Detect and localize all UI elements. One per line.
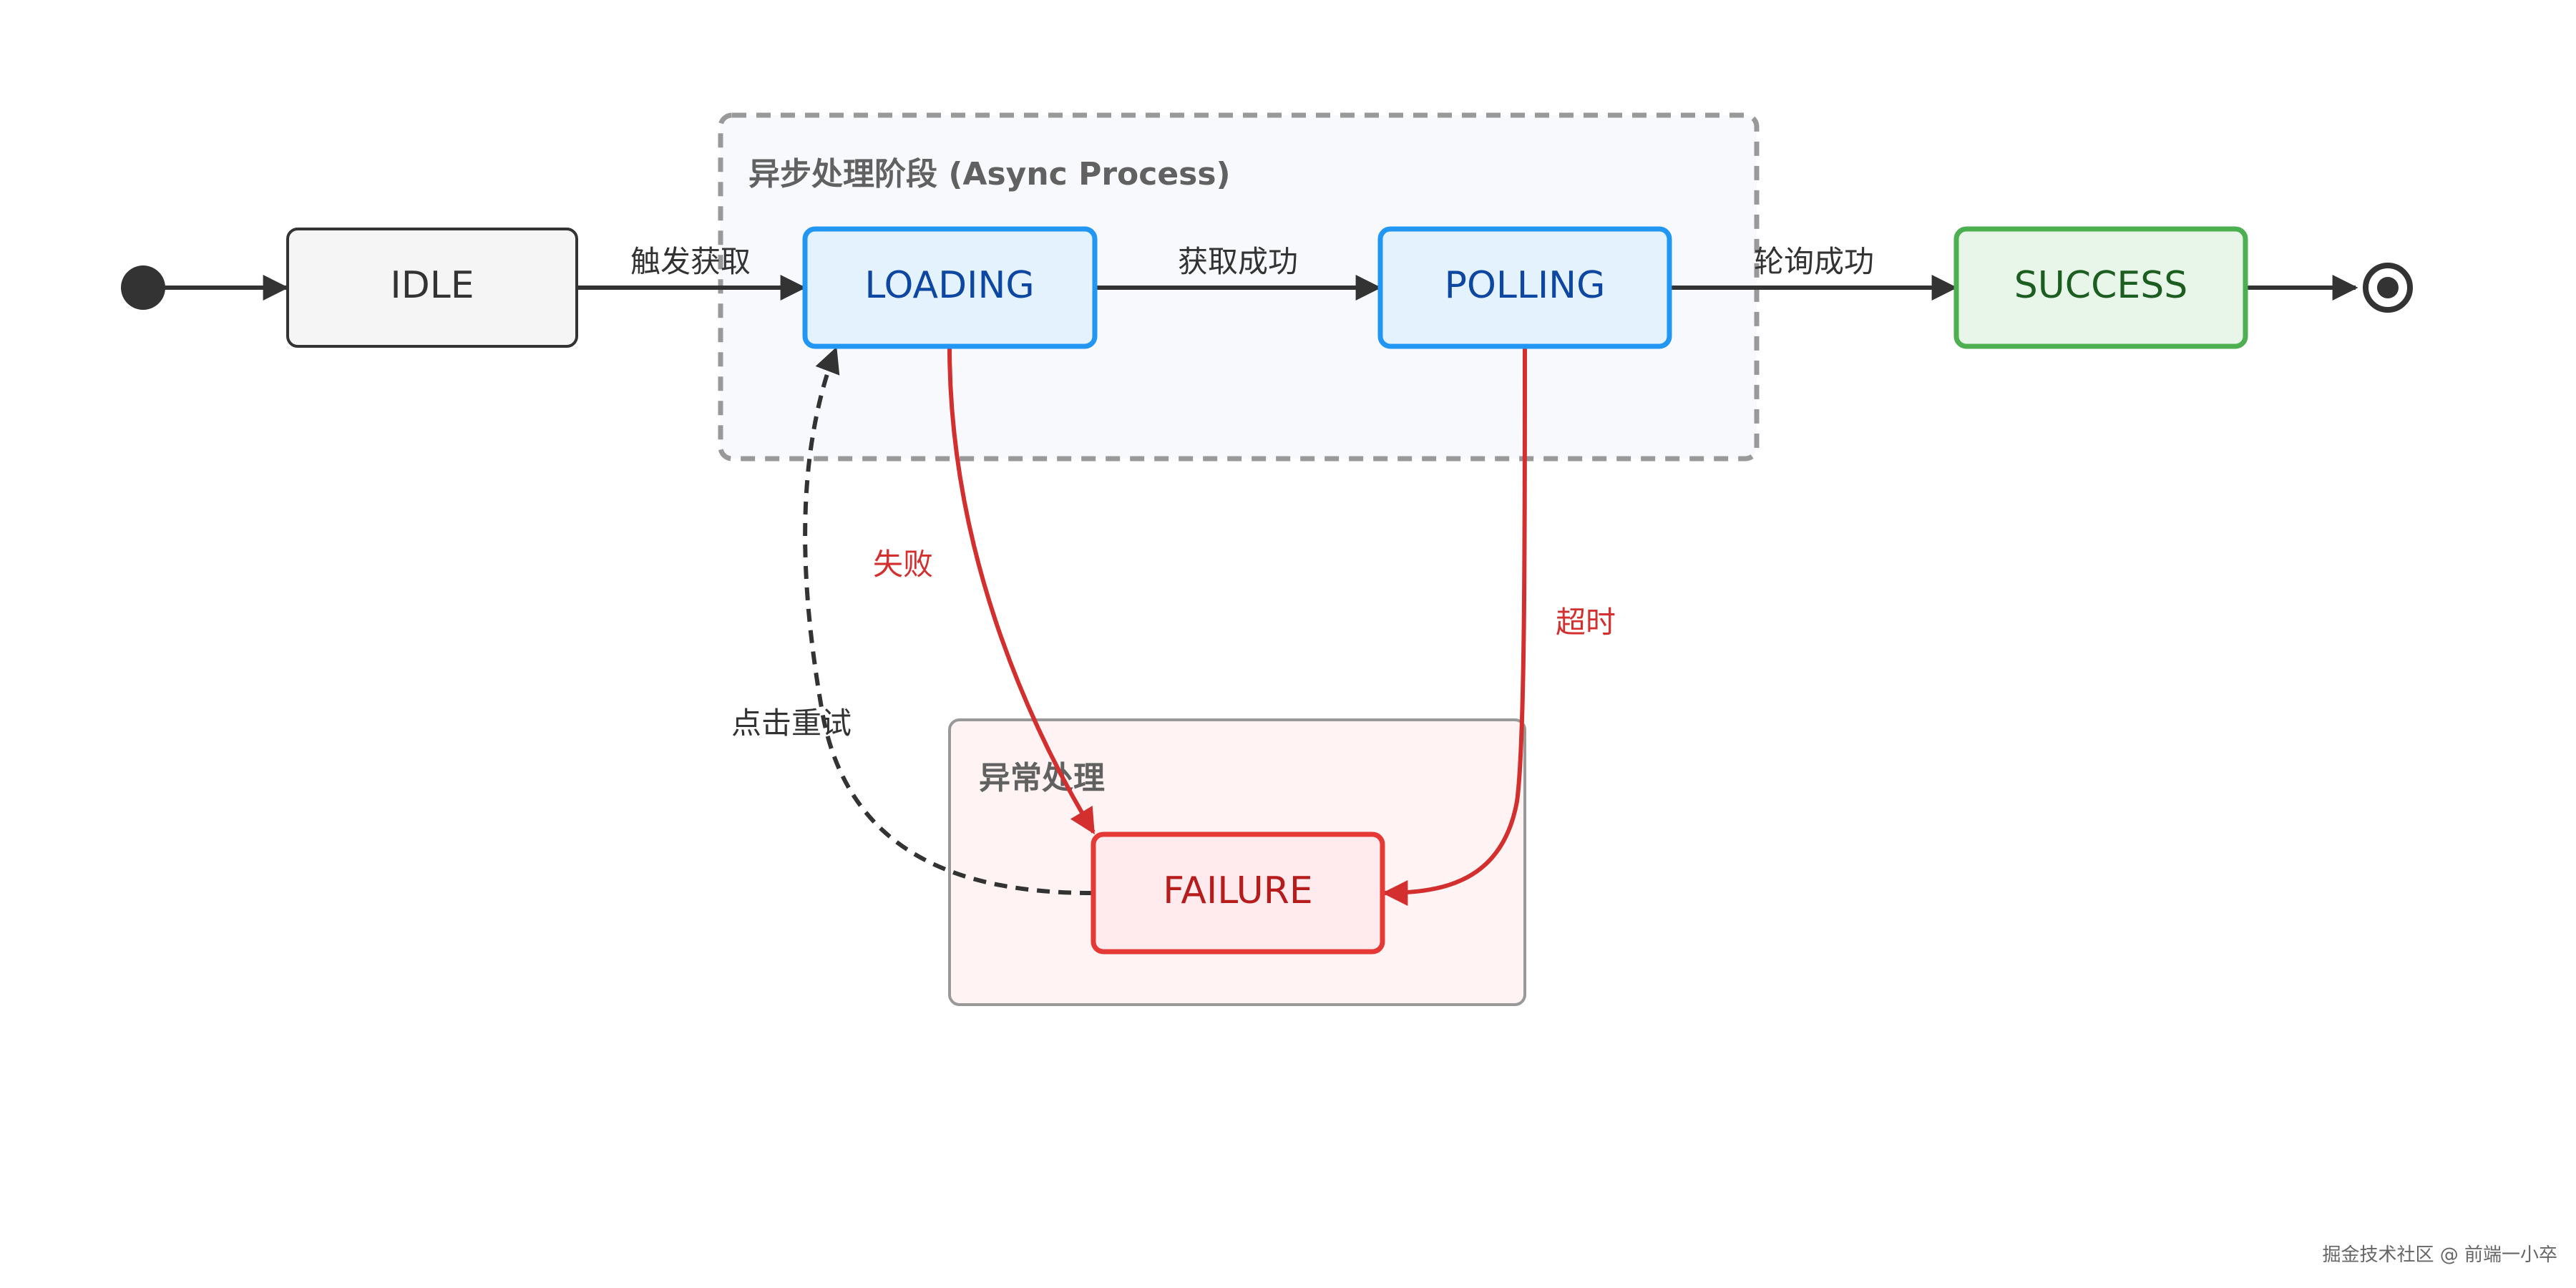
edge-label-timeout: 超时: [1556, 605, 1616, 640]
state-idle-label: IDLE: [390, 264, 474, 307]
state-polling-label: POLLING: [1445, 264, 1606, 307]
edge-loading-polling: 获取成功: [1095, 244, 1382, 301]
state-success-label: SUCCESS: [2014, 264, 2188, 307]
state-failure-box: [1091, 831, 1385, 955]
watermark: 掘金技术社区 @ 前端一小卒: [2322, 1244, 2557, 1266]
state-success: SUCCESS: [1953, 226, 2248, 349]
edge-label-fail: 失败: [873, 547, 933, 582]
end-node-inner-dot: [2377, 277, 2399, 298]
end-node-icon: [2363, 263, 2413, 313]
edge-polling-failure-path: [1382, 346, 1527, 906]
state-polling: POLLING: [1377, 226, 1672, 349]
edge-label-poll-success: 轮询成功: [1754, 244, 1874, 279]
state-loading: LOADING: [802, 226, 1098, 349]
edge-failure-loading-retry-path: [803, 346, 1093, 895]
edge-label-trigger-fetch: 触发获取: [630, 244, 751, 279]
state-idle-box: [286, 228, 578, 348]
state-loading-box: [802, 226, 1098, 349]
edge-failure-loading-retry: 点击重试: [731, 346, 1093, 895]
state-success-box: [1953, 226, 2248, 349]
state-loading-label: LOADING: [864, 264, 1034, 307]
state-polling-box: [1377, 226, 1672, 349]
edge-label-fetch-success: 获取成功: [1178, 244, 1298, 279]
state-failure: FAILURE: [1091, 831, 1385, 955]
edge-polling-success: 轮询成功: [1671, 244, 1958, 301]
start-node-icon: [121, 265, 165, 310]
state-failure-label: FAILURE: [1163, 869, 1312, 912]
edge-loading-failure: 失败: [873, 346, 1096, 835]
edge-polling-failure: 超时: [1382, 346, 1616, 906]
failure-group-title: 异常处理: [979, 760, 1105, 796]
edge-loading-failure-path: [947, 346, 1096, 835]
state-idle: IDLE: [286, 228, 578, 348]
edge-label-retry: 点击重试: [731, 706, 852, 741]
edge-idle-loading: 触发获取: [577, 244, 806, 301]
async-process-group-title: 异步处理阶段 (Async Process): [748, 156, 1231, 192]
